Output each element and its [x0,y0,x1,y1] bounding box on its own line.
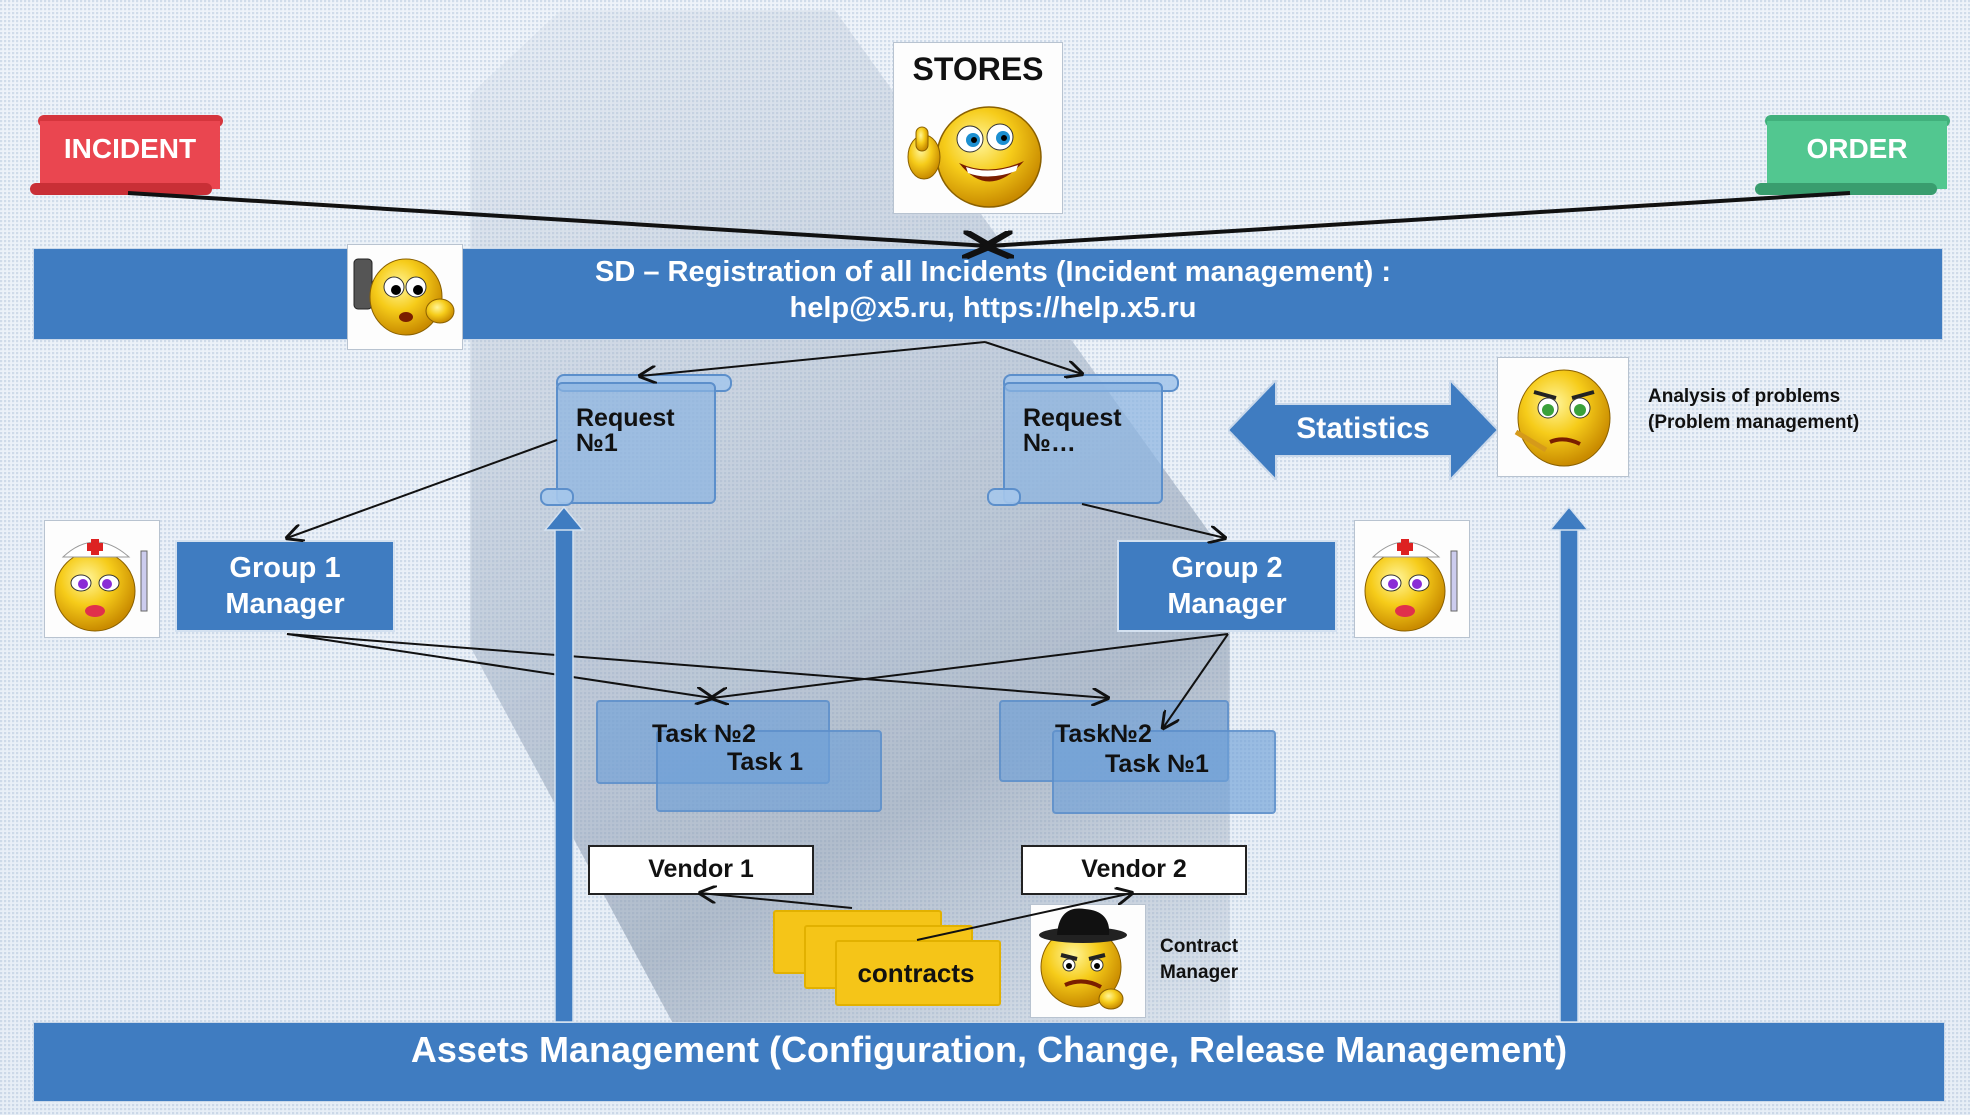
arrow-incident-to-sd [127,191,988,246]
sd-line1: SD – Registration of all Incidents (Inci… [595,256,1391,288]
vertical-arrow-right [1548,505,1590,1023]
statistics-label: Statistics [1296,412,1430,445]
stores-box: STORES [893,42,1063,214]
arrow-order-to-sd [988,191,1851,246]
request-2-line2: №… [1023,429,1076,457]
arrow-request-2-to-group-2 [1081,503,1225,538]
arrow-request-1-to-group-1 [287,439,558,538]
task-group-1-back-label: Task №2 [652,720,756,748]
group-2-manager-line2: Manager [1167,588,1287,620]
arrow-group-1-to-task-2 [286,633,1108,698]
request-2-line1: Request [1023,404,1122,432]
incident-banner: INCIDENT [30,115,225,197]
group-1-manager-line1: Group 1 [229,552,341,584]
contract-manager-line2: Manager [1160,962,1239,983]
arrow-group-2-to-task-2 [1163,633,1229,728]
order-banner: ORDER [1755,115,1950,197]
problem-analysis-line2: (Problem management) [1648,412,1860,433]
task-group-1-front-label: Task 1 [727,748,803,776]
arrow-contracts-to-vendor-2 [916,893,1132,941]
contract-manager-text: Contract Manager [1160,934,1238,986]
task-group-2-front [1052,730,1276,814]
smiley-phone-icon [353,258,455,336]
smiley-nurse-icon [54,539,148,632]
request-1-line2: №1 [576,429,618,457]
smiley-thumbs-up-icon [907,106,1042,208]
group-2-manager-line1: Group 2 [1171,552,1283,584]
task-group-2-front-label: Task №1 [1105,750,1209,778]
assets-management-bar: Assets Management (Configuration, Change… [33,1022,1945,1102]
contracts-label: contracts [857,958,975,988]
contract-manager-avatar [1030,904,1146,1018]
task-group-1-front [656,730,882,812]
assets-management-label: Assets Management (Configuration, Change… [410,1029,1568,1070]
vendor-1-box: Vendor 1 [588,845,814,895]
arrow-sd-to-request-2 [984,341,1082,374]
arrow-group-1-to-task-1 [286,633,712,698]
service-desk-avatar [347,244,463,350]
group-2-manager-box: Group 2 Manager [1117,540,1337,632]
sd-line2: help@x5.ru, https://help.x5.ru [789,292,1197,324]
smiley-thinking-icon [1514,369,1611,467]
request-1-line1: Request [576,404,675,432]
arrow-sd-to-request-1 [640,341,986,376]
group-1-avatar [44,520,160,638]
arrow-group-2-to-task-1 [712,633,1229,698]
stores-label: STORES [912,51,1044,87]
group-1-manager-line2: Manager [225,588,345,620]
incident-label: INCIDENT [63,133,197,164]
vertical-arrow-left [543,505,585,1023]
arrow-contracts-to-vendor-1 [700,893,853,909]
contract-manager-line1: Contract [1160,936,1239,957]
task-group-2-back-label: Task№2 [1055,720,1152,748]
group-2-avatar [1354,520,1470,638]
contract-sheet-3 [835,940,1001,1006]
order-label: ORDER [1806,133,1908,164]
problem-analysis-text: Analysis of problems (Problem management… [1648,384,1859,436]
problem-analysis-line1: Analysis of problems [1648,386,1841,407]
problem-analyst-avatar [1497,357,1629,477]
smiley-nurse-icon [1364,539,1458,632]
statistics-double-arrow [1228,380,1498,480]
group-1-manager-box: Group 1 Manager [175,540,395,632]
smiley-bowler-hat-icon [1039,908,1127,1010]
